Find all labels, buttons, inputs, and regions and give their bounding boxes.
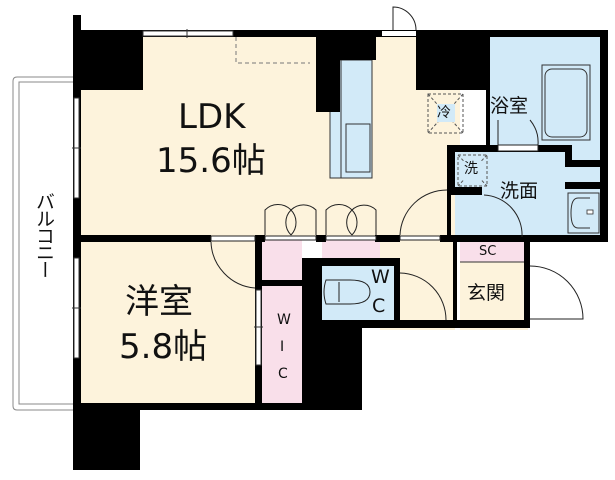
toilet-fixture	[323, 279, 371, 305]
entrance-label: 玄関	[467, 282, 506, 304]
walls	[73, 15, 608, 470]
doors	[210, 6, 584, 321]
ldk-name-label: LDK	[178, 97, 246, 137]
dashed-overhead	[235, 37, 310, 64]
wic-label-w: W	[277, 312, 291, 328]
western-room-name-label: 洋室	[125, 282, 193, 322]
bathtub-inner	[544, 68, 588, 138]
balcony-outline	[12, 76, 73, 411]
toilet-label-c: C	[372, 295, 386, 317]
storage-floor	[322, 240, 380, 262]
wic-label-c: C	[278, 366, 288, 382]
shoe-closet-floor	[460, 242, 528, 262]
balcony-label: バルコニー	[33, 192, 55, 277]
toilet-floor	[322, 266, 394, 322]
ldk-size-label: 15.6帖	[156, 141, 266, 181]
wic-floor	[262, 240, 302, 410]
washer-label: 洗	[464, 161, 478, 177]
bathroom-label: 浴室	[490, 95, 529, 117]
bathtub	[541, 64, 591, 141]
wic-label-i: I	[280, 339, 285, 355]
wash-basin	[567, 192, 600, 234]
western-room-floor	[80, 240, 260, 410]
toilet-label-w: W	[371, 266, 390, 288]
washroom-label: 洗面	[500, 180, 539, 202]
shoe-closet-label: SC	[479, 244, 497, 259]
western-room-size-label: 5.8帖	[119, 327, 208, 367]
sink	[345, 123, 371, 173]
refrigerator-label: 冷	[437, 105, 451, 121]
windows	[72, 29, 416, 366]
